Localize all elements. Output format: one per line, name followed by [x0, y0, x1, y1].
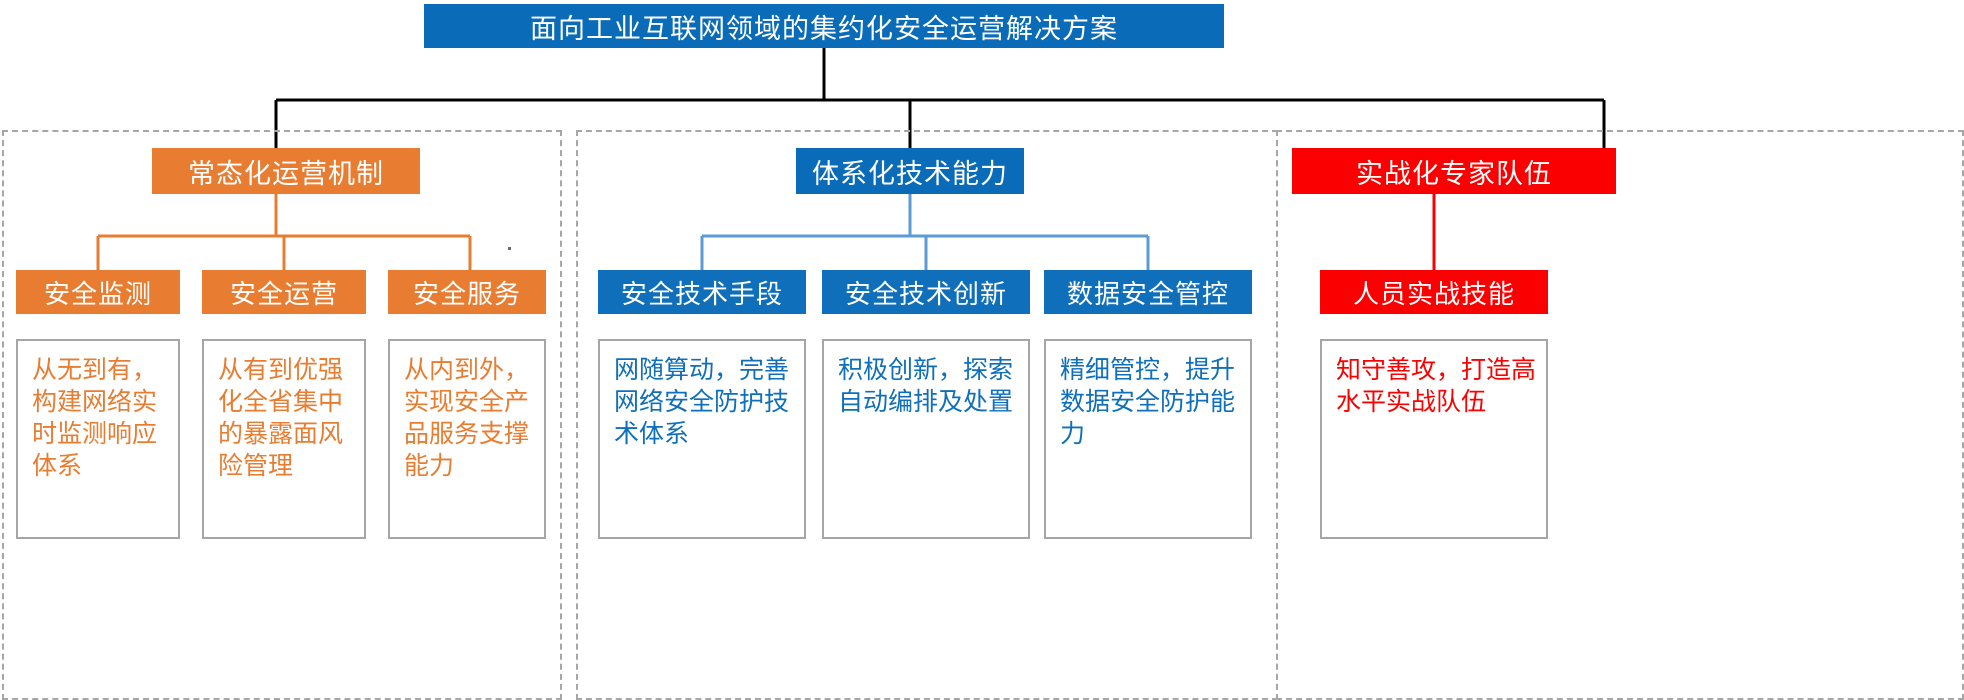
- node-desc-anquanfuwu: 从内到外，实现安全产品服务支撑能力: [388, 339, 546, 539]
- node-desc-jishuchuangxin: 积极创新，探索自动编排及处置: [822, 339, 1030, 539]
- node-desc-jishushouduan: 网随算动，完善网络安全防护技术体系: [598, 339, 806, 539]
- node-label-anquanyunying[interactable]: 安全运营: [202, 270, 366, 314]
- branch-header-tech[interactable]: 体系化技术能力: [796, 148, 1024, 194]
- node-desc-shujuguankong: 精细管控，提升数据安全防护能力: [1044, 339, 1252, 539]
- node-desc-renyuanjineng: 知守善攻，打造高水平实战队伍: [1320, 339, 1548, 539]
- group-frame-ops: [2, 130, 562, 700]
- node-label-shujuguankong[interactable]: 数据安全管控: [1044, 270, 1252, 314]
- node-label-anquanjiance[interactable]: 安全监测: [16, 270, 180, 314]
- stray-dot-left: [508, 247, 511, 250]
- node-desc-anquanjiance: 从无到有，构建网络实时监测响应体系: [16, 339, 180, 539]
- node-label-renyuanjineng[interactable]: 人员实战技能: [1320, 270, 1548, 314]
- node-label-anquanfuwu[interactable]: 安全服务: [388, 270, 546, 314]
- page-title: 面向工业互联网领域的集约化安全运营解决方案: [424, 4, 1224, 48]
- node-label-jishushouduan[interactable]: 安全技术手段: [598, 270, 806, 314]
- group-frame-expert: [1276, 130, 1964, 700]
- node-desc-anquanyunying: 从有到优强化全省集中的暴露面风险管理: [202, 339, 366, 539]
- branch-header-ops[interactable]: 常态化运营机制: [152, 148, 420, 194]
- branch-header-expert[interactable]: 实战化专家队伍: [1292, 148, 1616, 194]
- node-label-jishuchuangxin[interactable]: 安全技术创新: [822, 270, 1030, 314]
